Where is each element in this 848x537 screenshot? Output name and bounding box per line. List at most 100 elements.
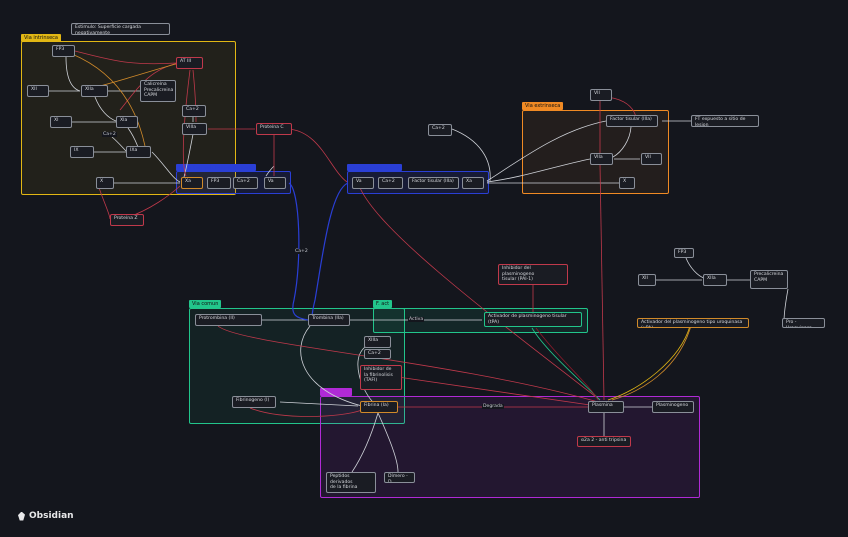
- edge-viia-xa: [486, 158, 591, 183]
- node-xia[interactable]: XIa: [116, 116, 138, 128]
- brand-label: Obsidian: [29, 511, 74, 521]
- edge-trombina-fibrina: [300, 325, 363, 407]
- edge-fibrina-dimero: [377, 412, 399, 473]
- edge-viiia-xa: [183, 128, 195, 178]
- edge-ca2-ixa: [111, 136, 127, 152]
- group-fibrinolysis[interactable]: [320, 396, 700, 498]
- node-xii-uroquinasa[interactable]: XII: [638, 274, 656, 286]
- group-activation-label: F. act: [373, 300, 393, 308]
- label-ca2-mid: Ca+2: [294, 249, 309, 254]
- edge-xiia-xia: [94, 96, 117, 122]
- node-xiia-uroquinasa[interactable]: XIIa: [703, 274, 727, 286]
- stimulus-node[interactable]: Estimulo: Superficie cargada negativamen…: [71, 23, 170, 35]
- node-vii-top[interactable]: VII: [590, 89, 612, 101]
- edge-trombina-plasmina: [217, 325, 599, 403]
- node-plasminogeno[interactable]: Plasminogeno: [652, 401, 694, 413]
- node-calicreina[interactable]: Calicreína Precalicreina CAPM: [140, 80, 176, 102]
- node-plasmina[interactable]: Plasmina: [588, 401, 624, 413]
- edge-at3-viiia: [192, 69, 197, 123]
- label-activa: Activa: [408, 317, 425, 322]
- edge-fp3-xiia: [65, 56, 81, 92]
- node-factortis-protrombinasa[interactable]: Factor tisular (IIIa): [408, 177, 459, 189]
- node-pai1[interactable]: Inhibidor del plasminogeno tisular (PAI-…: [498, 264, 568, 285]
- edge-xiiia-fibrina: [357, 346, 373, 402]
- node-at3[interactable]: AT III: [176, 57, 203, 69]
- edge-fp3-at3: [74, 50, 177, 65]
- edge-upa-plasmina-yellow: [607, 325, 691, 401]
- edge-fibrina-peptidos: [351, 412, 379, 473]
- node-xiia[interactable]: XIIa: [81, 85, 108, 97]
- edge-ix-proteinaz: [97, 184, 111, 220]
- node-peptidos[interactable]: Peptidos derivados de la fibrina: [326, 472, 376, 493]
- node-x-extrinsic[interactable]: X: [619, 177, 635, 189]
- node-fibrinogeno[interactable]: Fibrinogeno (I): [232, 396, 276, 408]
- edge-factortis-viia: [612, 126, 632, 158]
- node-proteinaz[interactable]: Proteína Z: [110, 214, 144, 226]
- node-xa-tenasa[interactable]: Xa: [181, 177, 203, 189]
- edge-fp3-ixa: [71, 53, 146, 147]
- edge-tenasa-protrombinasa: [288, 182, 309, 321]
- label-degrada: Degrada: [482, 404, 504, 409]
- node-viia[interactable]: VIIa: [590, 153, 613, 165]
- label-ca2-intrinsic: Ca+2: [102, 132, 117, 137]
- node-protrombina[interactable]: Protrombina (II): [195, 314, 262, 326]
- node-ca2-protrombinasa[interactable]: Ca+2: [378, 177, 403, 189]
- node-xi[interactable]: XI: [50, 116, 72, 128]
- edge-tafi-plasmina: [397, 376, 591, 406]
- edge-ixa-xa: [151, 151, 181, 183]
- node-vii[interactable]: VII: [641, 153, 662, 165]
- edge-ca2-factortis: [451, 128, 491, 182]
- node-xa-protrombinasa[interactable]: Xa: [462, 177, 484, 189]
- node-xii[interactable]: XII: [27, 85, 49, 97]
- group-extrinsic-label: Via extrinseca: [522, 102, 564, 110]
- node-tafi[interactable]: Inhibidor de la fibrinolisis (TAFI): [360, 365, 402, 390]
- edge-xa-trombina: [359, 187, 601, 401]
- node-precalicreina[interactable]: Precalicreina CAPM: [750, 270, 788, 289]
- edge-tenasa-va: [265, 165, 275, 177]
- node-upa[interactable]: Activador del plasminogeno tipo uroquina…: [637, 318, 749, 328]
- group-protrombinasa-label: Complejo protrombinasa: [347, 164, 403, 171]
- node-ca2-common[interactable]: Ca+2: [364, 349, 391, 359]
- node-uroquinasa[interactable]: Pro - Uroquinasa: [782, 318, 825, 328]
- obsidian-brand[interactable]: Obsidian: [18, 511, 74, 521]
- node-ca2-tenasa[interactable]: Ca+2: [233, 177, 258, 189]
- node-fp3-uroquinasa[interactable]: FP3: [674, 248, 694, 258]
- edge-fibrinogeno-fibrina: [279, 401, 359, 407]
- node-xiiia[interactable]: XIIIa: [364, 336, 391, 348]
- node-fp3-tenasa[interactable]: FP3: [207, 177, 231, 189]
- node-dimero[interactable]: Dímero -D: [384, 472, 415, 483]
- node-tpa[interactable]: Activador de plasminogeno tisular (tPA): [484, 312, 582, 327]
- node-va-protrombinasa[interactable]: Va: [352, 177, 374, 189]
- node-ca2-free[interactable]: Ca+2: [428, 124, 452, 136]
- node-fp3[interactable]: FP3: [52, 45, 75, 57]
- edge-upa-plasmina: [611, 321, 693, 401]
- node-va-tenasa[interactable]: Va: [264, 177, 286, 189]
- node-ft-expuesto[interactable]: FT expuesto a sitio de lesion: [691, 115, 759, 127]
- edge-viia-plasmina: [599, 163, 605, 401]
- edge-xia-ixa: [127, 127, 139, 148]
- node-x[interactable]: X: [96, 177, 114, 189]
- node-fibrina[interactable]: Fibrina (Ia): [360, 401, 398, 413]
- node-proteinac[interactable]: Proteína C: [256, 123, 292, 135]
- edge-proteinac-protrombinasa: [286, 128, 348, 183]
- group-fibrinolysis-label: Fibrinolisis: [320, 388, 353, 396]
- edge-fp3c-xiia2: [685, 257, 705, 279]
- edge-protrombinasa-trombina: [311, 182, 349, 319]
- node-ca2-viiia[interactable]: Ca+2: [182, 105, 206, 117]
- edge-xiia-at3: [99, 63, 177, 87]
- edge-factortis-xa: [486, 120, 607, 182]
- node-trombina[interactable]: Trombina (IIa): [308, 314, 350, 326]
- group-intrinsic-label: Via intrinseca: [21, 34, 61, 42]
- obsidian-logo-icon: [18, 511, 25, 521]
- node-antiplasmina[interactable]: α2a 2 - anti tripsina: [577, 436, 631, 447]
- node-ix[interactable]: IX: [70, 146, 94, 158]
- edge-pai1-upa: [535, 327, 599, 401]
- group-tenasa-label: Factor X activado (Tenasa intrinseca): [176, 164, 256, 171]
- edge-fibrinogeno-loop: [249, 407, 363, 417]
- node-viiia[interactable]: VIIIa: [182, 123, 207, 135]
- group-common-label: Via comun: [189, 300, 222, 308]
- node-factortis-extrinsic[interactable]: Factor tisular (IIIa): [606, 115, 658, 127]
- node-ixa[interactable]: IXa: [126, 146, 151, 158]
